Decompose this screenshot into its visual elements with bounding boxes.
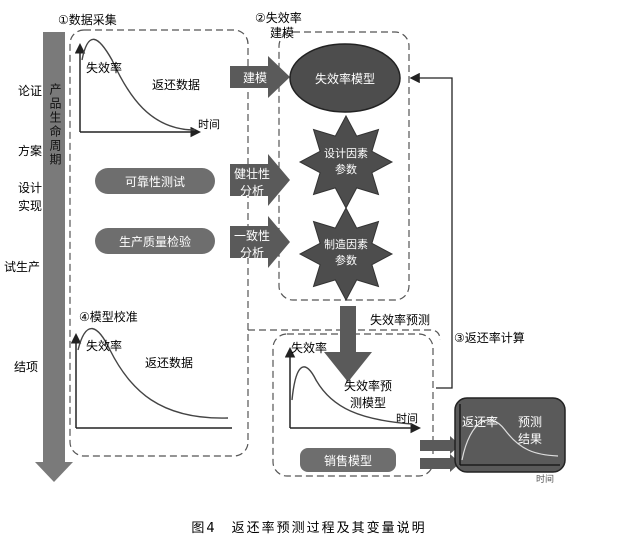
reliability-test-pill: 可靠性测试 xyxy=(95,168,215,194)
svg-text:生产质量检验: 生产质量检验 xyxy=(119,234,191,249)
lifecycle-arrow xyxy=(35,32,73,482)
plot-3-model-label-1: 失效率预 xyxy=(344,378,392,393)
failure-model-oval: 失效率模型 xyxy=(289,43,401,113)
svg-text:参数: 参数 xyxy=(335,253,357,267)
mfg-factors-star: 制造因素 参数 xyxy=(298,206,394,302)
stage-label-5: 结项 xyxy=(14,360,38,374)
svg-text:销售模型: 销售模型 xyxy=(324,453,372,468)
prediction-down-arrow xyxy=(324,306,372,382)
svg-text:分析: 分析 xyxy=(240,184,264,198)
plot-1-series-label: 返还数据 xyxy=(152,77,200,92)
stage-label-3a: 设计 xyxy=(18,181,42,195)
failure-prediction-label: 失效率预测 xyxy=(370,312,430,327)
model-calibration-label: ④模型校准 xyxy=(79,309,138,324)
svg-text:一致性: 一致性 xyxy=(234,229,270,243)
svg-text:设计因素: 设计因素 xyxy=(324,147,368,160)
plot-1-xlabel: 时间 xyxy=(198,118,220,131)
svg-text:可靠性测试: 可靠性测试 xyxy=(125,174,185,189)
failure-modeling-label-2: 建模 xyxy=(270,26,294,40)
return-rate-calc-label: ③返还率计算 xyxy=(454,330,525,345)
plot-2: 失效率 返还数据 xyxy=(70,327,232,429)
lifecycle-axis-label: 产品生命周期 xyxy=(48,83,62,167)
model-calibration-box xyxy=(248,329,441,341)
result-line-2: 结果 xyxy=(518,432,542,446)
plot-1-ylabel: 失效率 xyxy=(86,60,122,75)
svg-text:建模: 建模 xyxy=(243,71,267,85)
svg-text:失效率模型: 失效率模型 xyxy=(315,71,375,86)
plot-2-series-label: 返还数据 xyxy=(145,355,193,370)
svg-text:分析: 分析 xyxy=(240,246,264,260)
stage-label-3b: 实现 xyxy=(18,198,42,213)
consistency-arrow: 一致性 分析 xyxy=(230,216,290,268)
robustness-arrow: 健壮性 分析 xyxy=(230,154,290,206)
result-label: 返还率 xyxy=(462,414,498,429)
plot-1-curve xyxy=(81,38,196,131)
result-connectors xyxy=(420,436,460,472)
svg-text:健壮性: 健壮性 xyxy=(234,167,270,181)
stage-label-4: 试生产 xyxy=(4,259,40,274)
design-factors-star: 设计因素 参数 xyxy=(298,114,394,210)
stage-label-2: 方案 xyxy=(18,143,42,158)
plot-3: 失效率 失效率预 测模型 时间 xyxy=(284,340,421,434)
feedback-line xyxy=(409,72,453,389)
quality-inspection-pill: 生产质量检验 xyxy=(95,228,215,254)
result-line-1: 预测 xyxy=(518,415,542,429)
plot-3-curve xyxy=(291,366,413,425)
prediction-result-box: 返还率 预测 结果 时间 xyxy=(454,397,566,485)
figure-caption: 图4 返还率预测过程及其变量说明 xyxy=(191,520,426,536)
plot-3-model-label-2: 测模型 xyxy=(350,396,386,410)
plot-1: 失效率 返还数据 时间 xyxy=(74,38,220,138)
result-xlabel: 时间 xyxy=(536,473,554,485)
plot-3-xlabel: 时间 xyxy=(396,412,418,425)
svg-text:制造因素: 制造因素 xyxy=(324,237,368,251)
data-collection-label: ①数据采集 xyxy=(58,12,117,27)
stage-label-1: 论证 xyxy=(18,84,42,98)
svg-text:参数: 参数 xyxy=(335,162,357,176)
sales-model-pill: 销售模型 xyxy=(300,448,396,472)
plot-2-ylabel: 失效率 xyxy=(86,338,122,353)
failure-modeling-box xyxy=(278,31,410,301)
failure-modeling-label-1: ②失效率 xyxy=(255,10,302,25)
data-collection-box xyxy=(69,29,249,457)
plot-2-curve xyxy=(77,327,229,419)
plot-3-ylabel: 失效率 xyxy=(291,340,327,355)
build-arrow: 建模 xyxy=(230,56,290,98)
